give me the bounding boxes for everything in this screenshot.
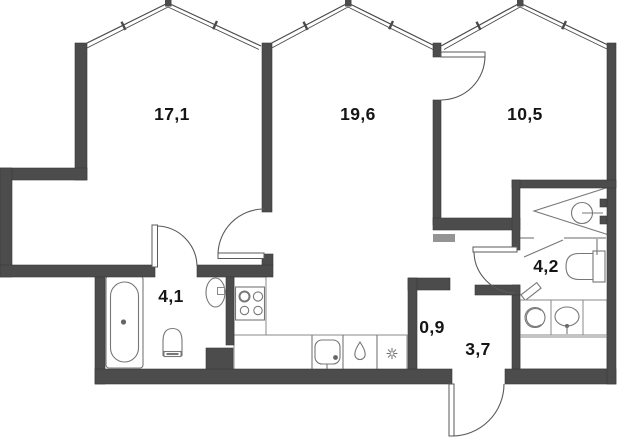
dishwasher-droplet-icon — [354, 340, 366, 361]
washing-machine-icon — [524, 306, 546, 329]
wall — [0, 264, 156, 278]
wall — [504, 368, 617, 385]
wall — [432, 217, 521, 231]
wall — [0, 167, 13, 278]
kitchen-fixtures — [233, 276, 408, 373]
bay-window-left — [80, 2, 262, 50]
room-label-4-2: 4,2 — [533, 256, 559, 276]
stove-icon — [234, 286, 266, 321]
wall — [261, 42, 273, 213]
bathroom-4-1-fixtures — [105, 275, 234, 369]
door-room-right — [440, 51, 486, 101]
kitchen-sink-icon — [314, 339, 341, 373]
room-label-3-7: 3,7 — [465, 339, 491, 359]
wall — [432, 99, 442, 226]
room-labels: 17,1 19,6 10,5 4,1 4,2 0,9 3,7 — [154, 104, 559, 359]
bay-window-right — [440, 2, 611, 50]
room-label-19-6: 19,6 — [340, 104, 376, 124]
door-bathroom — [151, 224, 198, 268]
wall — [225, 276, 235, 346]
room-left-region — [87, 50, 260, 260]
wall — [74, 42, 88, 181]
wall — [0, 167, 88, 181]
room-label-4-1: 4,1 — [158, 286, 184, 306]
walls — [0, 42, 617, 385]
room-label-10-5: 10,5 — [507, 104, 543, 124]
vent-shaft — [205, 347, 234, 370]
wall — [432, 42, 442, 58]
fridge-snowflake-icon — [386, 348, 398, 359]
doors — [151, 51, 518, 437]
wall — [407, 277, 418, 370]
window-post — [345, 0, 352, 7]
toilet-icon — [162, 327, 183, 358]
lower-strip — [519, 336, 608, 370]
wall — [94, 276, 106, 385]
wall — [511, 179, 617, 189]
room-label-0-9: 0,9 — [419, 317, 445, 337]
wall — [94, 368, 453, 385]
wall — [511, 179, 521, 251]
bay-windows — [80, 0, 611, 50]
entry-door — [448, 383, 505, 437]
shower-room-4-2-fixtures — [513, 186, 610, 370]
bathroom-sink-icon — [554, 306, 580, 334]
angled-shelf-icon — [520, 281, 542, 302]
window-post — [165, 0, 172, 7]
toilet-icon — [565, 250, 606, 283]
wall — [606, 42, 617, 385]
room-label-17-1: 17,1 — [154, 104, 190, 124]
door-room-left-corner — [217, 208, 265, 259]
bay-window-middle — [265, 2, 436, 50]
window-post — [517, 0, 524, 7]
room-middle-region — [273, 50, 431, 330]
kitchen-counter-column — [233, 276, 267, 336]
door-shower-room — [472, 246, 518, 294]
wall — [196, 264, 274, 278]
wall-stub — [433, 234, 455, 242]
counter-end — [582, 299, 608, 336]
wall — [261, 253, 274, 266]
wall — [511, 284, 521, 370]
wall — [474, 284, 521, 296]
